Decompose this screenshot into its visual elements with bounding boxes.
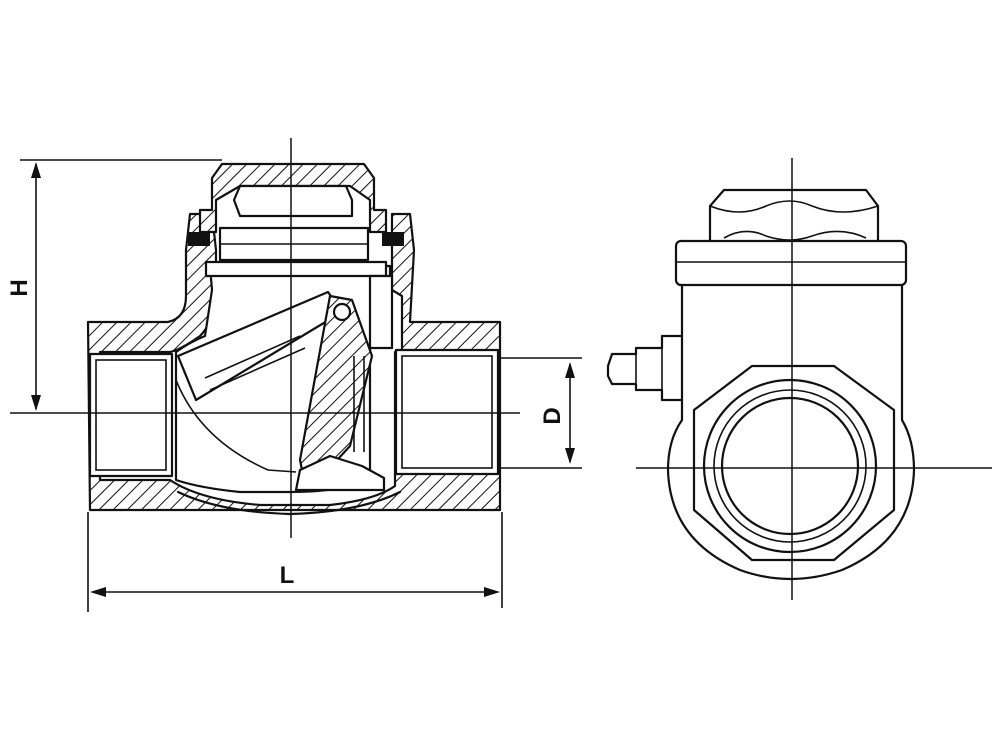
section-view: H D L xyxy=(6,138,582,612)
seat-ring xyxy=(294,454,386,492)
port-bore xyxy=(720,396,860,536)
d-arrow-top xyxy=(565,362,575,378)
left-port-thread xyxy=(95,359,167,471)
h-arrow-bottom xyxy=(31,395,41,411)
hinge-block xyxy=(368,274,394,350)
seat-plate xyxy=(204,260,388,278)
port-thread-ring xyxy=(713,389,867,543)
right-port-thread xyxy=(401,355,493,469)
gasket-left xyxy=(188,232,210,246)
end-body-outline xyxy=(666,283,916,581)
d-arrow-bottom xyxy=(565,448,575,464)
d-dimension-label: D xyxy=(539,407,566,424)
left-port-bore xyxy=(88,352,174,478)
hex-cap xyxy=(708,188,880,242)
l-arrow-right xyxy=(484,587,500,597)
body-lower-contour xyxy=(176,490,402,516)
port-hex xyxy=(692,364,896,562)
gasket-right xyxy=(382,232,404,246)
bonnet-cap-section xyxy=(198,162,388,234)
hinge-pin xyxy=(332,302,352,322)
bonnet-plug xyxy=(232,184,354,218)
h-dimension-label: H xyxy=(6,279,33,296)
bonnet-collar xyxy=(674,239,908,287)
side-plug xyxy=(606,334,684,402)
l-dimension-label: L xyxy=(280,562,295,589)
l-arrow-left xyxy=(90,587,106,597)
right-port-bore xyxy=(394,348,500,476)
end-view xyxy=(606,158,992,600)
port-outer-ring xyxy=(702,378,878,554)
h-arrow-top xyxy=(31,162,41,178)
flow-curve xyxy=(175,379,297,473)
